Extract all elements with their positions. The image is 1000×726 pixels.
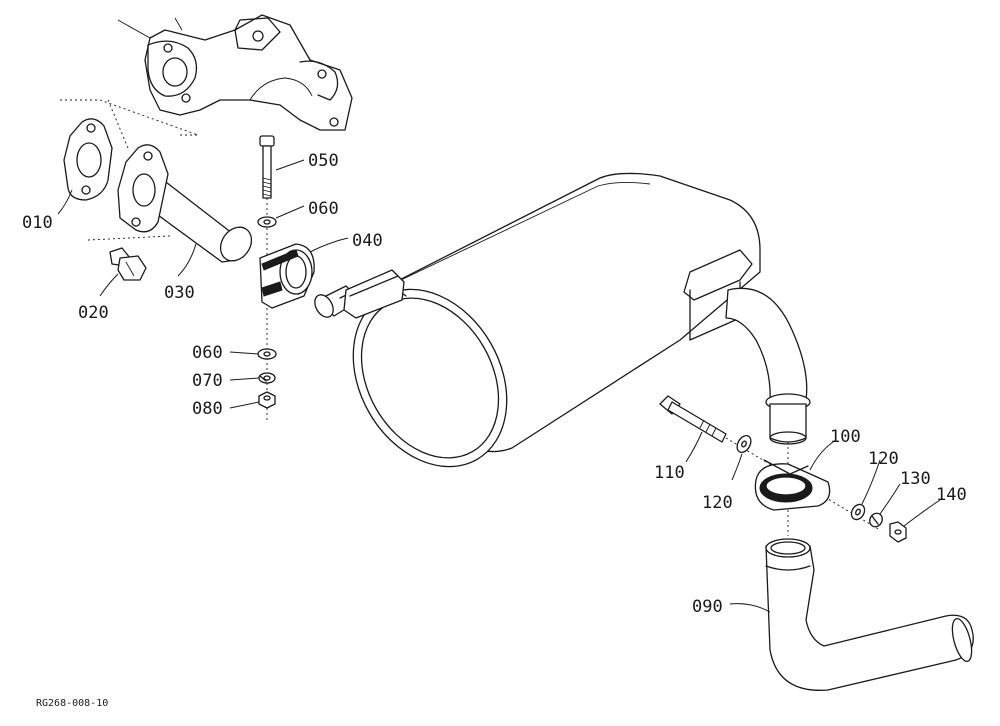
callout-060-lower: 060 xyxy=(192,343,223,363)
callout-040: 040 xyxy=(352,231,383,251)
nut-140 xyxy=(889,521,907,543)
callout-090: 090 xyxy=(692,597,723,617)
plug-020 xyxy=(109,247,147,281)
callout-130: 130 xyxy=(900,469,931,489)
tail-pipe-090 xyxy=(765,538,974,691)
callout-010: 010 xyxy=(22,213,53,233)
washer-060-upper xyxy=(257,216,277,228)
callout-140: 140 xyxy=(936,485,967,505)
callout-030: 030 xyxy=(164,283,195,303)
lock-washer-070 xyxy=(258,372,276,384)
callout-120-right: 120 xyxy=(868,449,899,469)
lock-washer-130 xyxy=(869,512,883,528)
gasket-010 xyxy=(63,118,113,201)
exhaust-pipe-030 xyxy=(87,99,253,263)
washer-120-upper xyxy=(736,434,752,454)
washer-060-lower xyxy=(257,348,277,360)
clamp-100 xyxy=(754,442,831,536)
callout-060-upper: 060 xyxy=(308,199,339,219)
callout-070: 070 xyxy=(192,371,223,391)
muffler xyxy=(314,172,811,468)
bolt-110 xyxy=(659,395,881,531)
clamp-040 xyxy=(259,243,315,309)
exhaust-manifold xyxy=(60,14,353,136)
washer-120-lower xyxy=(850,503,866,521)
callout-110: 110 xyxy=(654,463,685,483)
leader-lines xyxy=(57,159,941,613)
callout-020: 020 xyxy=(78,303,109,323)
nut-080 xyxy=(258,391,276,409)
callout-080: 080 xyxy=(192,399,223,419)
callout-120-left: 120 xyxy=(702,493,733,513)
callout-050: 050 xyxy=(308,151,339,171)
callout-100: 100 xyxy=(830,427,861,447)
callout-labels: 010 020 030 040 050 060 060 070 080 090 … xyxy=(22,151,967,617)
drawing-reference-code: RG268-008-10 xyxy=(36,698,108,709)
